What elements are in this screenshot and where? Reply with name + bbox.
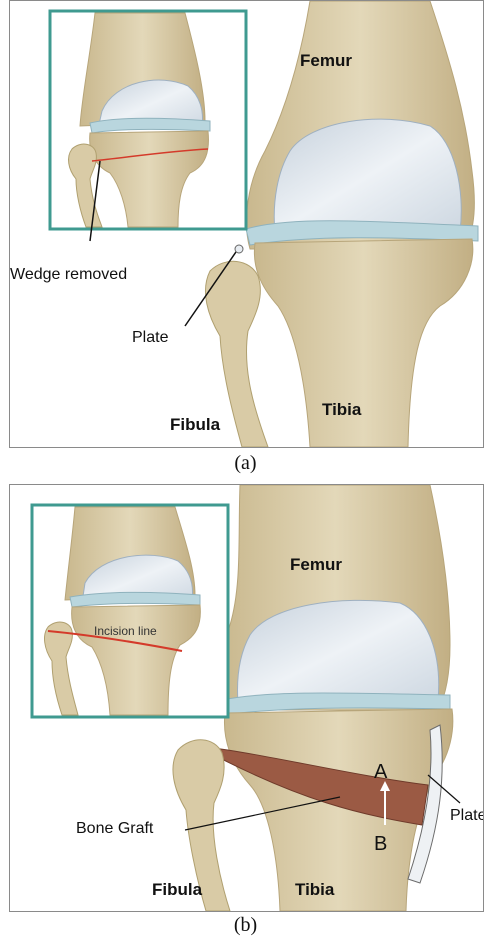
point-a-label: A	[374, 761, 387, 784]
wedge-label: Wedge removed	[10, 266, 127, 284]
panel-b: Femur Tibia Fibula Plate Bone Graft Inci…	[9, 484, 484, 912]
plate-a	[235, 245, 243, 253]
point-b-label: B	[374, 833, 387, 856]
panel-a: Femur Tibia Fibula Plate Wedge removed	[9, 0, 484, 448]
bone-graft-label: Bone Graft	[76, 820, 153, 838]
tibia-bone	[254, 239, 472, 447]
femur-label-a: Femur	[300, 51, 352, 71]
tibia-label-b: Tibia	[295, 880, 334, 900]
incision-label: Incision line	[94, 624, 157, 638]
plate-label-b: Plate	[450, 807, 484, 825]
fibula-label-b: Fibula	[152, 880, 202, 900]
knee-illustration-a	[10, 1, 483, 447]
fibula-label-a: Fibula	[170, 415, 220, 435]
tibia-label-a: Tibia	[322, 400, 361, 420]
caption-a: (a)	[0, 452, 491, 475]
knee-illustration-b	[10, 485, 483, 911]
caption-b: (b)	[0, 914, 491, 937]
femur-label-b: Femur	[290, 555, 342, 575]
plate-label-a: Plate	[132, 329, 168, 347]
